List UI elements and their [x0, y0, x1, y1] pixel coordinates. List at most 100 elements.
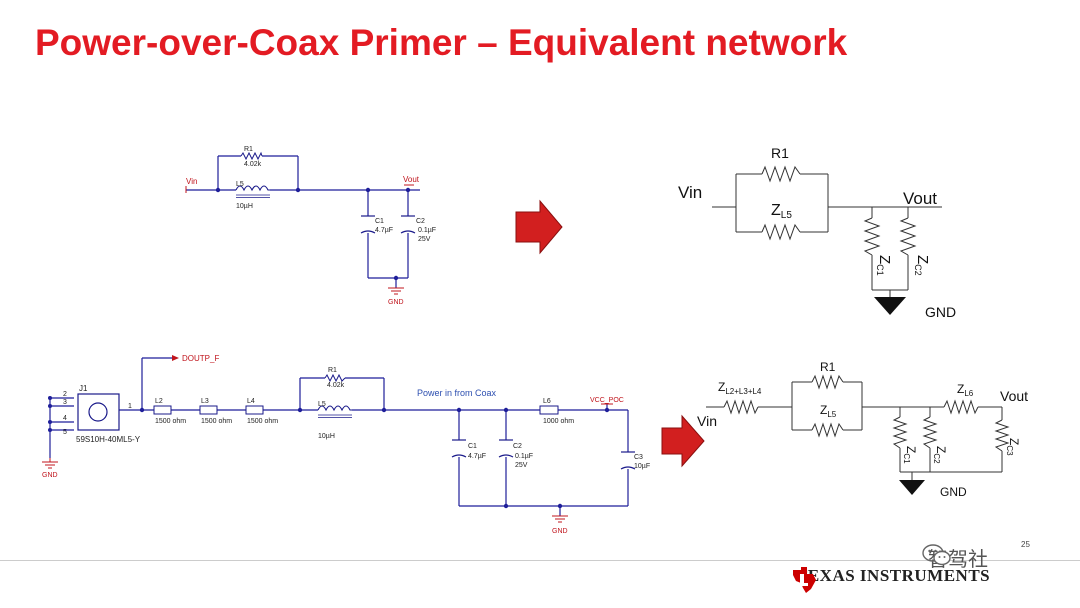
- ground-symbol: [899, 480, 925, 495]
- r1-symbol: [811, 374, 844, 390]
- eq-r1: R1: [771, 145, 789, 161]
- zc3-symbol: [994, 419, 1010, 452]
- ferrite-l2-symbol: [153, 405, 172, 415]
- eq-vin: Vin: [678, 183, 702, 202]
- j1-pin-2: 2: [63, 391, 67, 398]
- j1-pin-1: 1: [128, 403, 132, 410]
- r1-value: 4.02k: [244, 161, 262, 168]
- eq2-zl5: ZL5: [820, 403, 837, 419]
- l5-value: 10µH: [318, 433, 335, 440]
- eq2-gnd: GND: [940, 485, 967, 499]
- net-doutp: DOUTP_F: [182, 354, 219, 363]
- c2-voltage: 25V: [515, 462, 528, 469]
- net-gnd: GND: [552, 528, 568, 535]
- ti-logo: TEXAS INSTRUMENTS: [790, 566, 991, 593]
- c1-ref: C1: [468, 443, 477, 450]
- ground-symbol: [388, 287, 404, 295]
- eq-zc2: ZC2: [913, 255, 931, 276]
- resistor-r1-symbol: [240, 151, 263, 161]
- top-schematic: R1 4.02k L5 10µH C1 4.7µF C2 0.1µF 25V V…: [185, 146, 436, 306]
- c1-ref: C1: [375, 218, 384, 225]
- eq-zl5: ZL5: [771, 202, 792, 221]
- ground-symbol: [874, 297, 906, 315]
- zc2-symbol: [922, 416, 938, 449]
- footer-divider: [0, 560, 1080, 561]
- l4-ref: L4: [247, 398, 255, 405]
- capacitor-c3-symbol: [620, 451, 636, 470]
- net-gnd-left: GND: [42, 472, 58, 479]
- ferrite-l4-symbol: [245, 405, 264, 415]
- c2-ref: C2: [416, 218, 425, 225]
- bottom-schematic: DOUTP_F J1 2 3 4 5 1 59S10H-40ML5-Y GND …: [42, 354, 650, 535]
- l6-value: 1000 ohm: [543, 418, 574, 425]
- capacitor-c1-symbol: [360, 215, 376, 234]
- arrow-right-icon: [661, 414, 705, 468]
- c1-value: 4.7µF: [375, 227, 393, 234]
- r1-value: 4.02k: [327, 382, 345, 389]
- ti-logo-text: TEXAS INSTRUMENTS: [796, 566, 991, 585]
- zl5-symbol: [761, 223, 801, 241]
- inductor-l5-symbol: [235, 185, 270, 192]
- c2-voltage: 25V: [418, 236, 431, 243]
- ferrite-l3-symbol: [199, 405, 218, 415]
- r1-symbol: [761, 165, 801, 183]
- eq-zc1: ZC1: [875, 255, 893, 276]
- eq2-zc1: ZC1: [902, 446, 918, 464]
- eq2-zl6: ZL6: [957, 382, 974, 398]
- resistor-r1-symbol: [324, 373, 346, 383]
- eq2-r1: R1: [820, 360, 836, 374]
- watermark: 智驾社: [922, 543, 988, 572]
- coax-connector-j1: [77, 393, 120, 431]
- wechat-icon: [922, 544, 951, 566]
- bottom-equivalent-network: [706, 374, 1010, 480]
- eq2-vin: Vin: [697, 413, 717, 429]
- l6-ref: L6: [543, 398, 551, 405]
- ferrite-l6-symbol: [539, 405, 559, 415]
- eq2-zc2: ZC2: [932, 446, 948, 464]
- l5-ref: L5: [236, 181, 244, 188]
- c2-ref: C2: [513, 443, 522, 450]
- l5-value: 10µH: [236, 203, 253, 210]
- j1-pin-4: 4: [63, 415, 67, 422]
- net-vin: Vin: [186, 177, 197, 186]
- net-vout: Vout: [403, 175, 420, 184]
- zl234-symbol: [723, 399, 759, 415]
- eq-vout: Vout: [903, 189, 937, 208]
- ground-symbol: [42, 458, 58, 469]
- ti-logo-icon: [793, 567, 816, 593]
- eq2-zl234: ZL2+L3+L4: [718, 380, 762, 396]
- zc1-symbol: [863, 217, 881, 256]
- zc1-symbol: [892, 416, 908, 449]
- c3-value: 10µF: [634, 463, 650, 470]
- j1-ref: J1: [79, 384, 88, 393]
- page-number: 25: [1021, 540, 1030, 549]
- l2-ref: L2: [155, 398, 163, 405]
- page-title: Power-over-Coax Primer – Equivalent netw…: [35, 22, 848, 63]
- net-arrow-icon: [172, 355, 179, 361]
- inductor-l5-symbol: [317, 405, 352, 412]
- ground-symbol: [552, 515, 568, 523]
- eq2-zc3: ZC3: [1005, 438, 1021, 456]
- l5-ref: L5: [318, 401, 326, 408]
- zl6-symbol: [943, 399, 979, 415]
- zc2-symbol: [899, 217, 917, 256]
- j1-pin-5: 5: [63, 429, 67, 436]
- c1-value: 4.7µF: [468, 453, 486, 460]
- zl5-symbol: [811, 422, 844, 438]
- r1-ref: R1: [244, 146, 253, 153]
- top-equivalent-network: [712, 165, 942, 291]
- eq-gnd: GND: [925, 304, 956, 320]
- l3-value: 1500 ohm: [201, 418, 232, 425]
- power-note: Power in from Coax: [417, 388, 497, 398]
- capacitor-c2-symbol: [400, 215, 416, 234]
- net-gnd: GND: [388, 299, 404, 306]
- l2-value: 1500 ohm: [155, 418, 186, 425]
- capacitor-c1-symbol: [451, 439, 467, 458]
- c2-value: 0.1µF: [515, 453, 533, 460]
- l4-value: 1500 ohm: [247, 418, 278, 425]
- j1-part: 59S10H-40ML5-Y: [76, 435, 141, 444]
- arrow-right-icon: [515, 199, 563, 255]
- j1-pin-3: 3: [63, 399, 67, 406]
- eq2-vout: Vout: [1000, 388, 1028, 404]
